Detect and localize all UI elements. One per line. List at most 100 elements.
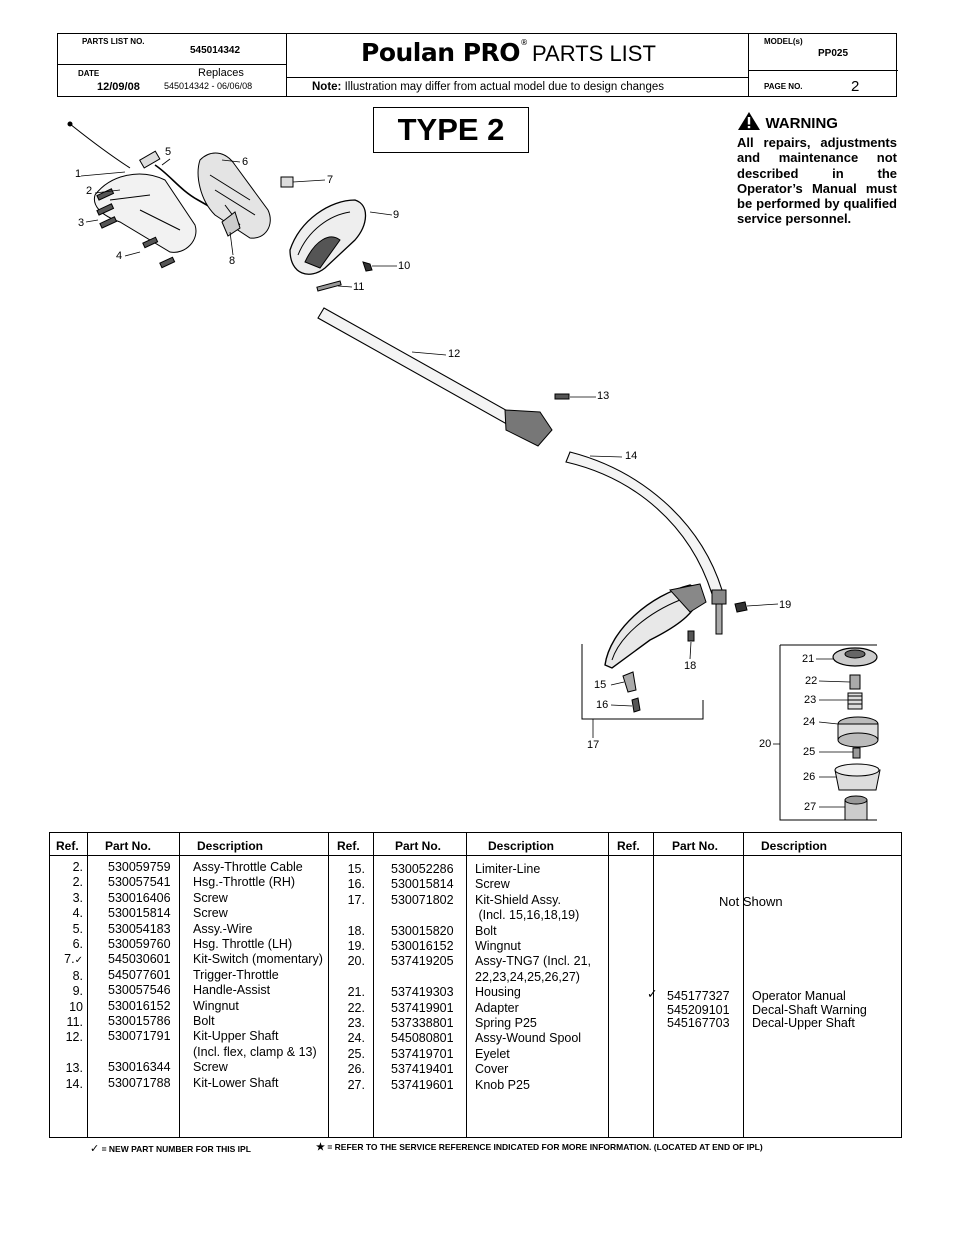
callout-27: 27 (804, 801, 817, 813)
callout-14: 14 (625, 450, 638, 462)
group2-row-part-2: 530071802 (391, 892, 454, 907)
group1-row-ref-11: 12. (65, 1030, 83, 1045)
callout-2: 2 (86, 185, 93, 197)
group1-row-desc-5: Hsg. Throttle (LH) (193, 937, 293, 952)
page-label: PAGE NO. (764, 82, 803, 91)
date-label: DATE (78, 69, 100, 78)
callout-12: 12 (448, 348, 461, 360)
brand-logo: Poulan PRO (361, 38, 521, 67)
group1-row-part-9: 530016152 (108, 998, 171, 1013)
group1-row-desc-10: Bolt (193, 1014, 215, 1029)
group1-row-part-12 (108, 1045, 171, 1060)
group1-row-part-2: 530016406 (108, 890, 171, 905)
group2-row-part-8: 537419303 (391, 985, 454, 1000)
group2-row-desc-13: Cover (475, 1062, 509, 1077)
group2-row-ref-0: 15. (347, 862, 365, 876)
group2-row-ref-12: 25. (347, 1046, 365, 1061)
callout-17: 17 (587, 739, 600, 751)
group3-row-desc-2: Decal-Upper Shaft (752, 1016, 855, 1030)
group2-row-part-7 (391, 970, 454, 985)
group1-row-ref-9: 10 (69, 999, 83, 1014)
group1-row-part-7: 545077601 (108, 967, 171, 982)
group2-row-desc-6: Assy-TNG7 (Incl. 21, (475, 954, 591, 969)
group3-row-desc-0: Operator Manual (752, 989, 846, 1003)
group2-row-desc-3: (Incl. 15,16,18,19) (475, 908, 580, 923)
group1-row-ref-0: 2. (72, 860, 83, 874)
group2-row-part-12: 537419701 (391, 1046, 454, 1061)
callout-11: 11 (353, 281, 365, 293)
group3-new-mark: ✓ (647, 987, 657, 1029)
group3-row-desc-1: Decal-Shaft Warning (752, 1002, 867, 1017)
group1-row-desc-13: Screw (193, 1060, 228, 1075)
replaces-label: Replaces (198, 67, 244, 79)
group1-row-desc-1: Hsg.-Throttle (RH) (193, 875, 296, 890)
new-part-check-icon: ✓ (90, 1143, 100, 1155)
callout-6: 6 (242, 156, 249, 168)
group1-row-desc-12: (Incl. flex, clamp & 13) (193, 1044, 317, 1059)
group2-row-ref-14: 27. (347, 1077, 365, 1092)
rh-housing-drawing (93, 173, 197, 253)
registered-mark: ® (520, 38, 528, 47)
callout-13: 13 (597, 390, 610, 402)
group1-row-ref-8: 9. (72, 984, 83, 999)
upper-shaft-drawing (317, 307, 521, 429)
group2-row-desc-4: Bolt (475, 923, 497, 938)
group2-row-ref-7 (330, 970, 365, 985)
group2-row-ref-8: 21. (347, 985, 365, 1000)
group2-row-part-14: 537419601 (391, 1077, 454, 1092)
warning-title: WARNING (765, 115, 838, 132)
group3-mark-empty (647, 1002, 657, 1016)
group1-row-desc-0: Assy-Throttle Cable (193, 860, 303, 874)
parts-table: Ref. Part No. Description Ref. Part No. … (49, 832, 902, 1138)
group2-row-part-6: 537419205 (391, 954, 454, 969)
date-value: 12/09/08 (97, 81, 140, 93)
group2-row-desc-14: Knob P25 (475, 1077, 530, 1092)
callout-7: 7 (327, 174, 334, 186)
exploded-parts-diagram (67, 121, 881, 821)
group1-row-part-11: 530071791 (108, 1029, 171, 1044)
group1-row-ref-5: 6. (72, 937, 83, 952)
group2-row-part-10: 537338801 (391, 1016, 454, 1031)
group1-row-part-14: 530071788 (108, 1075, 171, 1090)
doc-title: PARTS LIST (532, 41, 656, 66)
group2-row-desc-9: Adapter (475, 1000, 519, 1015)
group1-row-part-4: 530054183 (108, 921, 171, 936)
lh-housing-drawing (197, 152, 271, 239)
group1-row-part-6: 545030601 (108, 952, 171, 967)
group1-row-desc-6: Kit-Switch (momentary) (193, 952, 323, 967)
group2-row-ref-11: 24. (347, 1031, 365, 1046)
lower-shaft-drawing (565, 451, 723, 595)
new-part-check-icon: ✓ (74, 955, 83, 967)
note-line: Note: Illustration may differ from actua… (312, 81, 664, 93)
group2-row-ref-2: 17. (347, 892, 365, 907)
group1-row-desc-3: Screw (193, 906, 228, 921)
col-header-desc-3: Description (761, 839, 828, 853)
service-ref-legend-text: = REFER TO THE SERVICE REFERENCE INDICAT… (327, 1142, 763, 1152)
group1-row-ref-1: 2. (72, 875, 83, 890)
star-icon: ★ (316, 1142, 325, 1153)
group1-row-part-0: 530059759 (108, 860, 171, 874)
group2-row-desc-10: Spring P25 (475, 1016, 537, 1031)
group1-row-desc-9: Wingnut (193, 998, 239, 1013)
group2-row-ref-10: 23. (347, 1016, 365, 1031)
col-header-ref-3: Ref. (617, 839, 640, 853)
service-ref-legend: ★ = REFER TO THE SERVICE REFERENCE INDIC… (316, 1142, 763, 1153)
callout-16: 16 (596, 699, 609, 711)
new-part-legend: ✓ = NEW PART NUMBER FOR THIS IPL (90, 1142, 251, 1155)
callout-25: 25 (803, 746, 816, 758)
group2-row-ref-6: 20. (347, 954, 365, 969)
group2-row-part-4: 530015820 (391, 923, 454, 938)
group2-row-desc-1: Screw (475, 877, 510, 892)
group2-row-desc-0: Limiter-Line (475, 862, 541, 876)
group1-row-ref-2: 3. (72, 890, 83, 905)
group2-row-ref-9: 22. (347, 1000, 365, 1015)
callout-15: 15 (594, 679, 607, 691)
group1-row-part-8: 530057546 (108, 983, 171, 998)
group2-row-part-0: 530052286 (391, 862, 454, 876)
throttle-cable-drawing (69, 123, 131, 169)
